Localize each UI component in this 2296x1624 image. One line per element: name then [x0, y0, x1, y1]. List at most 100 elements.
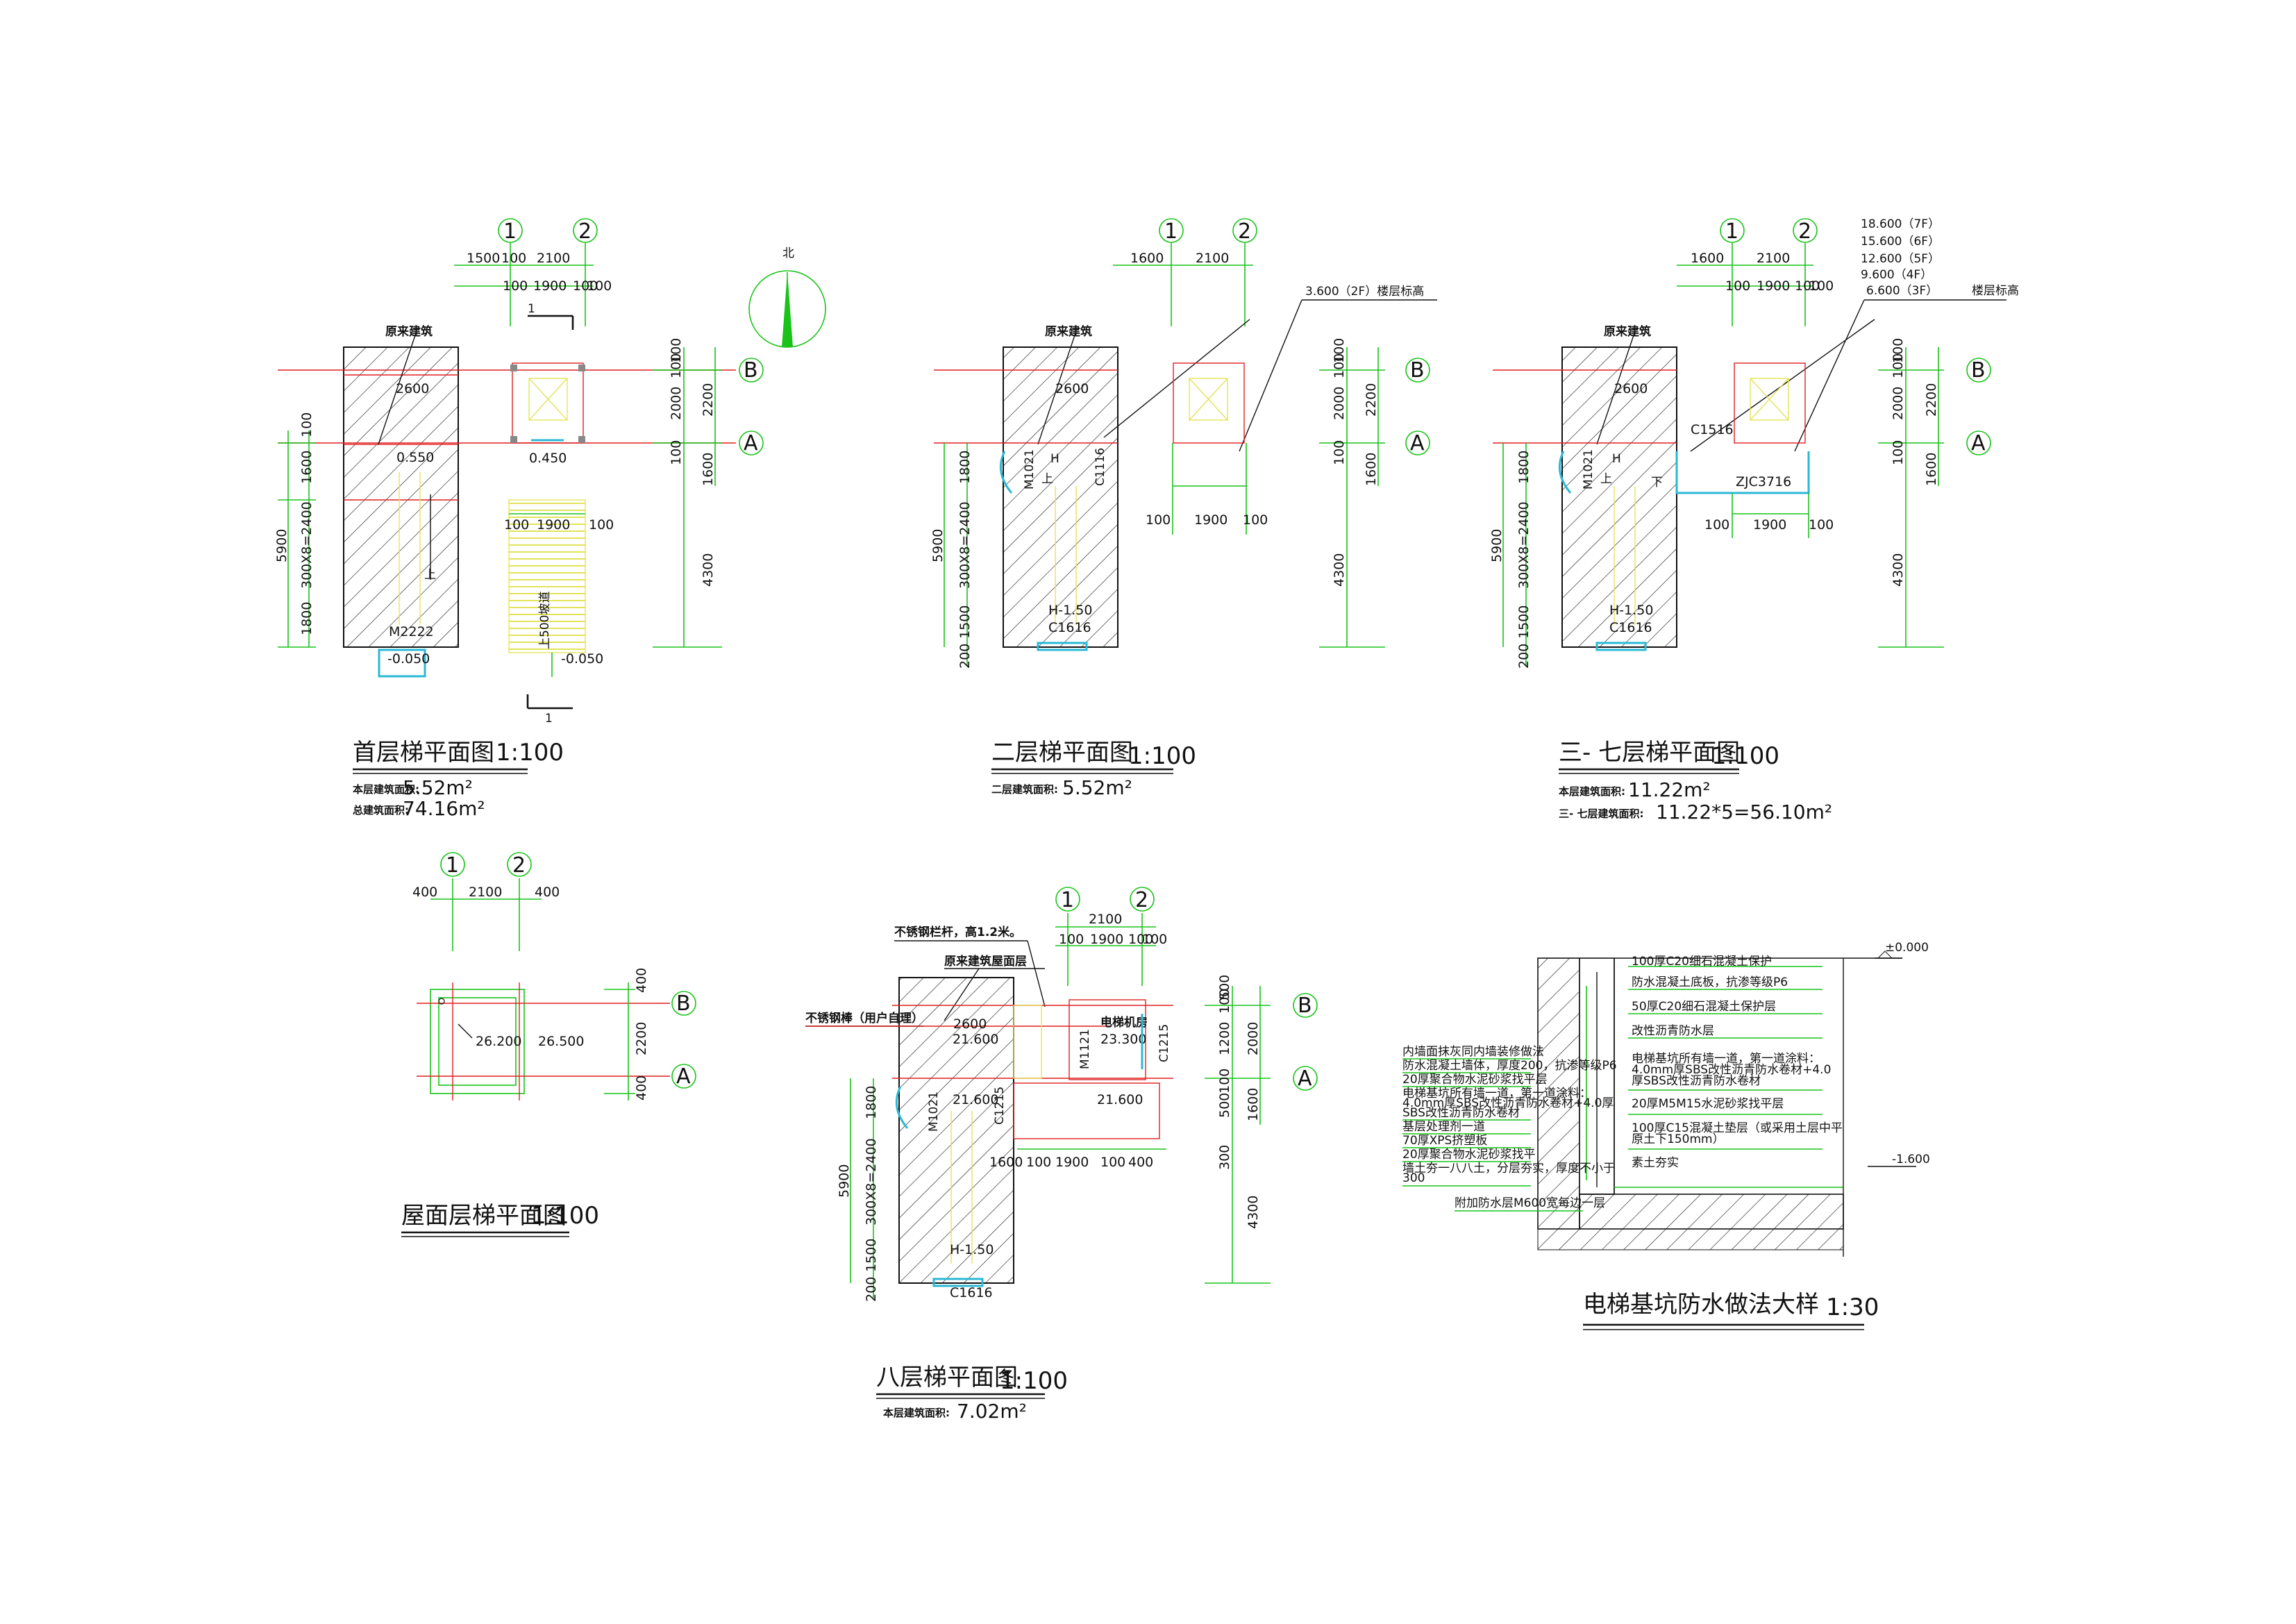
dim-right-6: 1600	[1364, 453, 1379, 486]
dim-top-1: 1600	[1130, 251, 1164, 266]
dim-right-3: 2000	[1891, 387, 1906, 420]
dim-top-2: 100	[501, 251, 526, 266]
dim-left-1: 1800	[957, 451, 973, 484]
level-7f: 18.600（7F）	[1861, 217, 1940, 231]
up-label: 上	[1041, 472, 1053, 486]
level-21600a: 21.600	[953, 1032, 998, 1047]
dim-right-4: 2200	[701, 383, 716, 417]
dim-left-1: 100	[299, 412, 315, 437]
dim-top2-2: 1900	[1757, 278, 1790, 294]
pit-waterproof-detail: ±0.000 -1.600 100厚C20细石混凝土保护 防水混凝土底板，抗渗等…	[1402, 941, 1930, 1330]
dim-left-3: 1500	[957, 605, 973, 639]
dim-top2-4: 100	[1809, 278, 1834, 294]
left-note-10: 墙土夯一八八土，分层夯实，厚度不小于	[1402, 1162, 1615, 1175]
dim-mid-3: 100	[1809, 517, 1834, 533]
dim-left-2: 300X8=2400	[957, 501, 973, 589]
dim-left-2: 300X8=2400	[1516, 501, 1532, 589]
width-2600: 2600	[1614, 381, 1648, 396]
dim-right-2: 2200	[634, 1022, 649, 1055]
axis-label-a: A	[1298, 1066, 1312, 1091]
dim-right-3: 400	[634, 1075, 649, 1100]
plan-title-roof: 屋面层梯平面图	[401, 1202, 567, 1230]
dim-right-6: 500	[1217, 1093, 1232, 1118]
dim-mid-3: 100	[1243, 512, 1268, 528]
axis-bubble-1	[498, 218, 523, 243]
window-c1616: C1616	[1048, 620, 1091, 635]
right-note-10: 原土下150mm）	[1632, 1132, 1725, 1146]
area1-value: 5.52m²	[403, 776, 473, 799]
left-notes: 内墙面抹灰同内墙装修做法 防水混凝土墙体，厚度200，抗渗等级P6 20厚聚合物…	[1402, 1045, 1617, 1212]
dim-top-1: 1600	[1691, 251, 1724, 266]
section-mark-top: 1	[528, 302, 535, 316]
level-21600b: 21.600	[953, 1092, 998, 1107]
dim-right-1: 100	[1332, 338, 1347, 363]
bottom-dim-1: 1600	[989, 1155, 1023, 1170]
level-5f: 12.600（5F）	[1861, 252, 1940, 266]
axis-label-2: 2	[578, 219, 592, 244]
right-note-7: 厚SBS改性沥青防水卷材	[1632, 1074, 1761, 1088]
right-notes: 100厚C20细石混凝土保护 防水混凝土底板，抗渗等级P6 50厚C20细石混凝…	[1628, 955, 1843, 1170]
dim-right-2: 100	[1332, 353, 1347, 378]
window-c1215b: C1215	[1157, 1024, 1171, 1062]
door-m1121: M1121	[1078, 1029, 1092, 1069]
dim-left-3: 1500	[864, 1239, 879, 1272]
axis-label-b: B	[744, 358, 758, 383]
level-26200: 26.200	[476, 1034, 521, 1049]
right-note-1: 100厚C20细石混凝土保护	[1632, 955, 1772, 969]
dim-left-2: 1600	[299, 451, 315, 484]
detail-title: 电梯基坑防水做法大样	[1583, 1291, 1819, 1319]
area-value: 7.02m²	[957, 1400, 1027, 1423]
third-to-seventh-floor-plan: 1 2 B A 18.600（7F） 15.600（6F） 12.600（5F）…	[1489, 217, 2019, 823]
ground-floor-plan: 1 2 B A 1500 100 2100 100 1900 100 100 原…	[274, 218, 764, 820]
area-value: 5.52m²	[1062, 776, 1132, 799]
left-note-1: 内墙面抹灰同内墙装修做法	[1402, 1045, 1544, 1059]
right-note-6: 4.0mm厚SBS改性沥青防水卷材+4.0	[1632, 1063, 1831, 1077]
dim-right-5: 100	[1332, 440, 1347, 465]
axis-label-2: 2	[1238, 219, 1251, 244]
bottom-level: -1.600	[1892, 1153, 1930, 1166]
window-c1215a: C1215	[993, 1087, 1007, 1125]
detail-scale: 1:30	[1826, 1294, 1879, 1321]
area-label: 本层建筑面积:	[883, 1407, 950, 1419]
area1-value: 11.22m²	[1628, 778, 1711, 801]
dim-left-3: 1800	[299, 602, 315, 635]
dim-right-4: 2200	[1364, 383, 1379, 417]
h-mark: H	[1612, 452, 1621, 466]
ramp-d1: 100	[504, 517, 529, 533]
axis-bubble-b	[739, 358, 764, 383]
dim-left-3: 1500	[1516, 605, 1532, 639]
window-zjc3716: ZJC3716	[1736, 474, 1791, 489]
level-note: 楼层标高	[1972, 284, 2019, 298]
axis-bubble-a	[739, 430, 764, 455]
dim-top-2: 2100	[469, 885, 502, 900]
eighth-floor-plan: 1 2 B A 2100 100 1900 100 100 不锈钢栏杆，高1.2…	[805, 887, 1318, 1423]
axis-label-1: 1	[1164, 219, 1178, 244]
dim-right-7: 4300	[1891, 553, 1906, 587]
plan-scale-roof: 1:100	[531, 1202, 599, 1230]
dim-right-7: 4300	[1332, 553, 1347, 587]
area2-value: 74.16m²	[403, 797, 485, 820]
left-note-6: SBS改性沥青防水卷材	[1402, 1106, 1520, 1120]
area2-value: 11.22*5=56.10m²	[1656, 801, 1832, 823]
railing2-note: 不锈钢棒（用户自理）	[805, 1011, 923, 1026]
plan-title-ground: 首层梯平面图	[353, 739, 494, 767]
ramp-width: 1900	[537, 517, 570, 533]
axis-label-2: 2	[1135, 888, 1148, 912]
door-m1021: M1021	[1023, 449, 1037, 489]
dim-right-6: 1600	[1924, 453, 1939, 486]
dim-right-1: 500	[1217, 975, 1232, 1000]
right-note-11: 素土夯实	[1632, 1156, 1679, 1170]
dim-right-6: 1600	[701, 453, 716, 486]
axis-label-1: 1	[446, 853, 459, 878]
dim-left-5: 5900	[1489, 529, 1505, 562]
dim-right-7: 4300	[701, 553, 716, 587]
up-label: 上	[424, 568, 436, 582]
axis-label-2: 2	[512, 853, 526, 878]
roof-plan: 1 2 B A 400 2100 400 26.200 26.500 400 2…	[401, 852, 696, 1237]
dim-top2-4: 100	[1142, 932, 1167, 947]
right-note-9: 100厚C15混凝土垫层（或采用土层中平	[1632, 1121, 1843, 1135]
left-note-9: 20厚聚合物水泥砂浆找平	[1402, 1148, 1536, 1162]
axis-label-b: B	[1971, 358, 1986, 383]
dim-top-3: 2100	[537, 251, 570, 266]
